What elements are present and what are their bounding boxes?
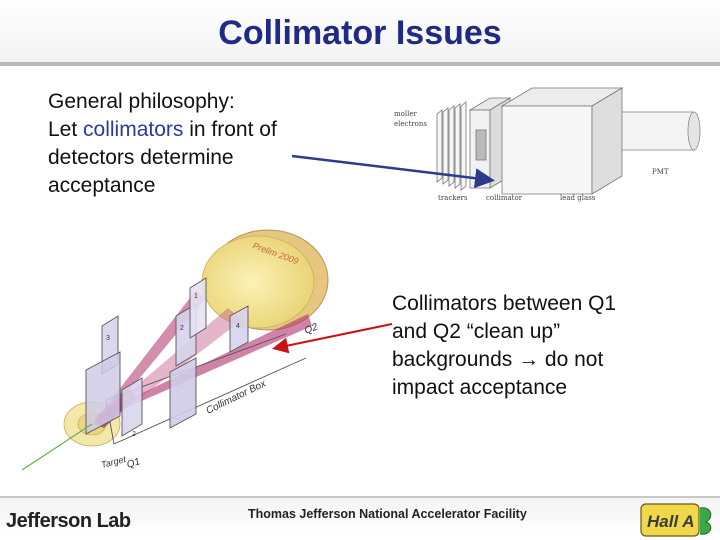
detector-diagram: moller electrons trackers collimator lea…	[394, 87, 701, 202]
plate-number-3: 3	[106, 335, 110, 342]
spectrometer-diagram: Prelim 2009 3 1 2 4 2 Q2 Collimator Box …	[21, 229, 329, 471]
collimator-plates	[85, 277, 249, 437]
jefferson-lab-logo: Jefferson Lab	[6, 510, 131, 532]
footer-divider	[0, 496, 720, 498]
electrons-label: electrons	[394, 120, 427, 128]
pmt-cylinder	[621, 111, 701, 151]
philosophy-line-2-start: Let	[48, 118, 84, 141]
title-bar	[0, 0, 720, 62]
plate-number-1: 1	[194, 293, 198, 300]
philosophy-line-1: General philosophy:	[48, 90, 235, 113]
facility-name: Thomas Jefferson National Accelerator Fa…	[248, 507, 527, 521]
footer-band	[0, 498, 720, 540]
moller-label: moller	[394, 110, 417, 118]
lead-glass-label: lead glass	[560, 194, 596, 202]
pmt-label: PMT	[652, 168, 669, 176]
philosophy-line-2-end: in front of	[183, 118, 277, 141]
beam-line	[21, 423, 93, 471]
q2-magnet: Prelim 2009	[201, 229, 329, 331]
note-line-1: Collimators between Q1	[392, 292, 617, 315]
lead-glass-block	[500, 87, 624, 195]
plate-number-2a: 2	[180, 325, 184, 332]
philosophy-line-4: acceptance	[48, 174, 156, 197]
note-line-4: impact acceptance	[392, 376, 568, 399]
trackers-label: trackers	[438, 194, 468, 202]
hall-a-logo: Hall A	[640, 503, 712, 537]
hall-a-logo-text: Hall A	[647, 512, 695, 531]
collimator-box-label: Collimator Box	[204, 378, 268, 417]
note-line-2: and Q2 “clean up”	[392, 320, 561, 343]
q1-label: Q1	[126, 456, 142, 471]
philosophy-line-2: Let collimators in front of	[48, 116, 328, 144]
collimator-note-text: Collimators between Q1 and Q2 “clean up”…	[392, 290, 692, 402]
page-title: Collimator Issues	[218, 14, 502, 52]
philosophy-line-3: detectors determine	[48, 146, 234, 169]
tracker-planes	[436, 101, 467, 191]
collimators-highlight: collimators	[83, 118, 184, 141]
plate-number-4: 4	[236, 323, 240, 330]
note-line-3: backgrounds → do not	[392, 348, 604, 371]
title-divider	[0, 62, 720, 66]
plate-number-2b: 2	[132, 431, 136, 438]
collimator-label: collimator	[486, 194, 523, 202]
philosophy-text: General philosophy: Let collimators in f…	[48, 88, 328, 200]
target-label: Target	[100, 454, 127, 470]
